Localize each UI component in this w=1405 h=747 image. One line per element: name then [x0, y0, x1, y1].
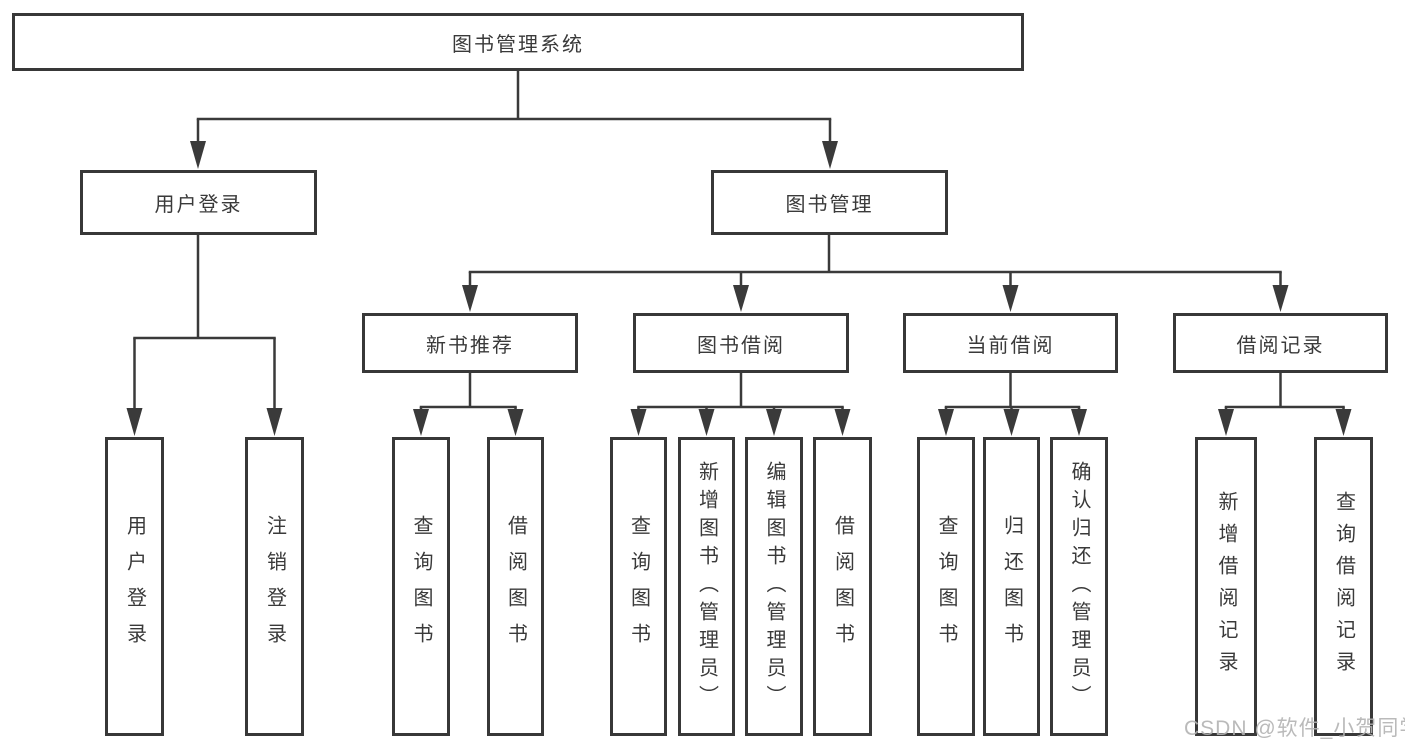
- leaf-query-books-recommend: 查询图书: [392, 437, 450, 736]
- leaf-query-books-borrowing: 查询图书: [610, 437, 667, 736]
- leaf-add-books-admin: 新增图书（管理员）: [678, 437, 735, 736]
- node-book-management: 图书管理: [711, 170, 948, 235]
- leaf-query-borrow-record: 查询借阅记录: [1314, 437, 1373, 736]
- leaf-borrow-books-recommend: 借阅图书: [487, 437, 544, 736]
- node-book-borrowing: 图书借阅: [633, 313, 849, 373]
- node-user-login: 用户登录: [80, 170, 317, 235]
- leaf-confirm-return-admin: 确认归还（管理员）: [1050, 437, 1108, 736]
- leaf-logout: 注销登录: [245, 437, 304, 736]
- leaf-query-books-current: 查询图书: [917, 437, 975, 736]
- leaf-edit-books-admin: 编辑图书（管理员）: [745, 437, 803, 736]
- leaf-borrow-books: 借阅图书: [813, 437, 872, 736]
- leaf-add-borrow-record: 新增借阅记录: [1195, 437, 1257, 736]
- csdn-watermark: CSDN @软件_小贺同学: [1184, 717, 1405, 740]
- node-new-book-recommendation: 新书推荐: [362, 313, 578, 373]
- leaf-user-login: 用户登录: [105, 437, 164, 736]
- node-library-management-system: 图书管理系统: [12, 13, 1024, 71]
- node-current-borrowing: 当前借阅: [903, 313, 1118, 373]
- node-borrowing-records: 借阅记录: [1173, 313, 1388, 373]
- leaf-return-books: 归还图书: [983, 437, 1040, 736]
